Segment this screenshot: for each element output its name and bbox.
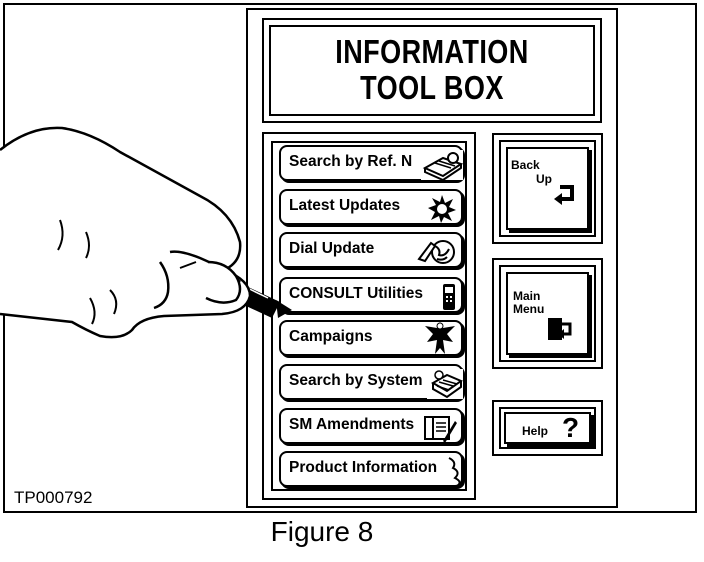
main-menu-button[interactable]: Main Menu [506,272,589,355]
consult-tester-icon [443,284,455,310]
menu-item-sm-amendments[interactable]: SM Amendments [279,408,463,444]
back-up-button[interactable]: Back Up [506,147,589,230]
main-menu-label-line-2: Menu [513,302,545,316]
menu-item-product-information[interactable]: Product Information [279,451,463,487]
menu-item-label: Dial Update [289,240,375,257]
menu-item-label: Search by Ref. N [289,153,413,170]
system-icon [427,369,463,399]
help-label: Help [522,424,549,438]
back-up-button-frame: Back Up [492,133,603,244]
back-up-label-line-2: Up [536,172,552,186]
figure-caption: Figure 8 [270,516,374,547]
menu-item-label: CONSULT Utilities [289,285,424,302]
title-line-1: INFORMATION [335,33,529,70]
menu-item-label: SM Amendments [289,416,415,433]
menu-item-search-ref[interactable]: Search by Ref. N [279,145,463,181]
globe-phone-icon [417,240,455,264]
main-menu-button-frame: Main Menu [492,258,603,369]
menu-exit-icon [548,318,572,340]
manual-pencil-icon [424,416,457,443]
title-box: INFORMATION TOOL BOX [262,18,602,123]
starburst-icon [428,195,456,223]
eagle-icon [425,322,455,354]
menu-item-label: Product Information [289,459,438,476]
question-mark-icon: ? [562,412,580,443]
menu-item-consult-utilities[interactable]: CONSULT Utilities [279,277,463,313]
menu-item-search-by-system[interactable]: Search by System [279,364,463,400]
map-icon [448,457,461,487]
menu-item-label: Latest Updates [289,197,401,214]
menu-item-label: Campaigns [289,328,373,345]
menu-item-dial-update[interactable]: Dial Update [279,232,463,268]
menu-item-campaigns[interactable]: Campaigns [279,320,463,356]
return-arrow-icon [554,185,574,205]
back-up-label-line-1: Back [511,158,540,172]
figure-caption-wrap: Figure 8 [0,516,704,548]
main-menu-label-line-1: Main [513,289,541,303]
help-button[interactable]: Help ? [504,412,591,444]
figure-code: TP000792 [14,488,93,507]
page-title: INFORMATION TOOL BOX [294,34,570,106]
menu-item-label: Search by System [289,372,423,389]
help-button-frame: Help ? [492,400,603,456]
book-icon [421,150,463,180]
menu-item-latest-updates[interactable]: Latest Updates [279,189,463,225]
title-line-2: TOOL BOX [360,69,504,106]
menu-box [262,132,476,500]
